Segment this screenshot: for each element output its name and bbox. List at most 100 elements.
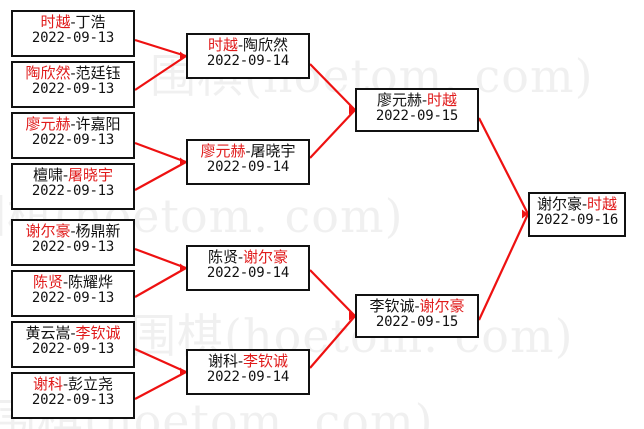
match-players: 谢科-彭立尧 — [13, 376, 133, 393]
player-separator: - — [70, 115, 76, 133]
match-players: 谢尔豪-杨鼎新 — [13, 223, 133, 240]
player-separator: - — [70, 324, 76, 342]
connector-r1m6-to-r2m3 — [134, 267, 187, 298]
connector-r1m5-to-r2m3 — [134, 247, 187, 270]
player-separator: - — [581, 195, 588, 213]
match-players: 时越-丁浩 — [13, 14, 133, 31]
player-one: 时越 — [40, 13, 71, 31]
player-two: 陈耀烨 — [68, 273, 114, 291]
player-two: 谢尔豪 — [243, 248, 289, 266]
player-separator: - — [237, 248, 244, 266]
player-two: 屠晓宇 — [250, 142, 296, 160]
player-two: 杨鼎新 — [75, 222, 121, 240]
player-one: 谢尔豪 — [536, 195, 582, 213]
connector-r1m1-to-r2m1 — [134, 38, 187, 58]
player-two: 时越 — [587, 195, 618, 213]
match-players: 陶欣然-范廷钰 — [13, 65, 133, 82]
player-separator: - — [421, 91, 428, 109]
player-separator: - — [414, 297, 420, 315]
player-two: 陶欣然 — [243, 36, 289, 54]
match-date: 2022-09-14 — [206, 52, 290, 69]
connector-r2m2-to-sf1 — [309, 109, 356, 159]
player-two: 丁浩 — [75, 13, 106, 31]
connector-r1m4-to-r2m2 — [134, 161, 187, 191]
match-date: 2022-09-13 — [31, 391, 115, 408]
match-players: 谢尔豪-时越 — [530, 196, 624, 213]
player-one: 陈贤 — [32, 273, 63, 291]
player-two: 李钦诚 — [75, 324, 121, 342]
player-separator: - — [62, 375, 69, 393]
player-one: 廖元赫 — [25, 115, 71, 133]
connector-r2m4-to-sf2 — [309, 315, 356, 369]
match-players: 檀啸-屠晓宇 — [13, 167, 133, 184]
player-separator: - — [237, 36, 244, 54]
player-separator: - — [62, 166, 69, 184]
match-date: 2022-09-14 — [206, 368, 290, 385]
match-players: 廖元赫-许嘉阳 — [13, 116, 133, 133]
player-separator: - — [70, 222, 76, 240]
match-date: 2022-09-13 — [31, 340, 115, 357]
connector-r1m7-to-r2m4 — [134, 347, 187, 374]
connector-r2m1-to-sf1 — [309, 63, 356, 111]
match-players: 谢科-李钦诚 — [188, 353, 308, 370]
connector-r2m3-to-sf2 — [309, 269, 356, 317]
match-date: 2022-09-13 — [31, 238, 115, 255]
player-one: 李钦诚 — [369, 297, 415, 315]
player-one: 檀啸 — [32, 166, 63, 184]
player-two: 谢尔豪 — [419, 297, 465, 315]
connector-r1m3-to-r2m2 — [134, 141, 187, 164]
player-one: 时越 — [207, 36, 238, 54]
connector-sf2-to-fin1 — [478, 213, 529, 321]
player-one: 陶欣然 — [25, 64, 71, 82]
match-players: 陈贤-陈耀烨 — [13, 274, 133, 291]
player-separator: - — [245, 142, 251, 160]
player-two: 彭立尧 — [68, 375, 114, 393]
connector-r1m2-to-r2m1 — [134, 55, 187, 91]
match-date: 2022-09-13 — [31, 289, 115, 306]
player-two: 屠晓宇 — [68, 166, 114, 184]
player-one: 廖元赫 — [376, 91, 422, 109]
match-date: 2022-09-13 — [31, 80, 115, 97]
player-two: 时越 — [427, 91, 458, 109]
player-two: 范廷钰 — [75, 64, 121, 82]
player-one: 谢尔豪 — [25, 222, 71, 240]
match-date: 2022-09-13 — [31, 182, 115, 199]
match-players: 李钦诚-谢尔豪 — [357, 298, 477, 315]
player-separator: - — [62, 273, 69, 291]
match-players: 时越-陶欣然 — [188, 37, 308, 54]
match-date: 2022-09-13 — [31, 29, 115, 46]
player-one: 谢科 — [207, 352, 238, 370]
player-separator: - — [70, 13, 76, 31]
player-two: 李钦诚 — [243, 352, 289, 370]
player-one: 谢科 — [32, 375, 63, 393]
match-players: 黄云嵩-李钦诚 — [13, 325, 133, 342]
match-date: 2022-09-15 — [375, 313, 459, 330]
match-players: 廖元赫-屠晓宇 — [188, 143, 308, 160]
connector-r1m8-to-r2m4 — [134, 371, 187, 400]
match-players: 廖元赫-时越 — [357, 92, 477, 109]
player-one: 廖元赫 — [200, 142, 246, 160]
player-one: 陈贤 — [207, 248, 238, 266]
player-two: 许嘉阳 — [75, 115, 121, 133]
match-date: 2022-09-14 — [206, 264, 290, 281]
match-date: 2022-09-15 — [375, 107, 459, 124]
match-players: 陈贤-谢尔豪 — [188, 249, 308, 266]
match-date: 2022-09-16 — [535, 211, 619, 228]
match-date: 2022-09-14 — [206, 158, 290, 175]
